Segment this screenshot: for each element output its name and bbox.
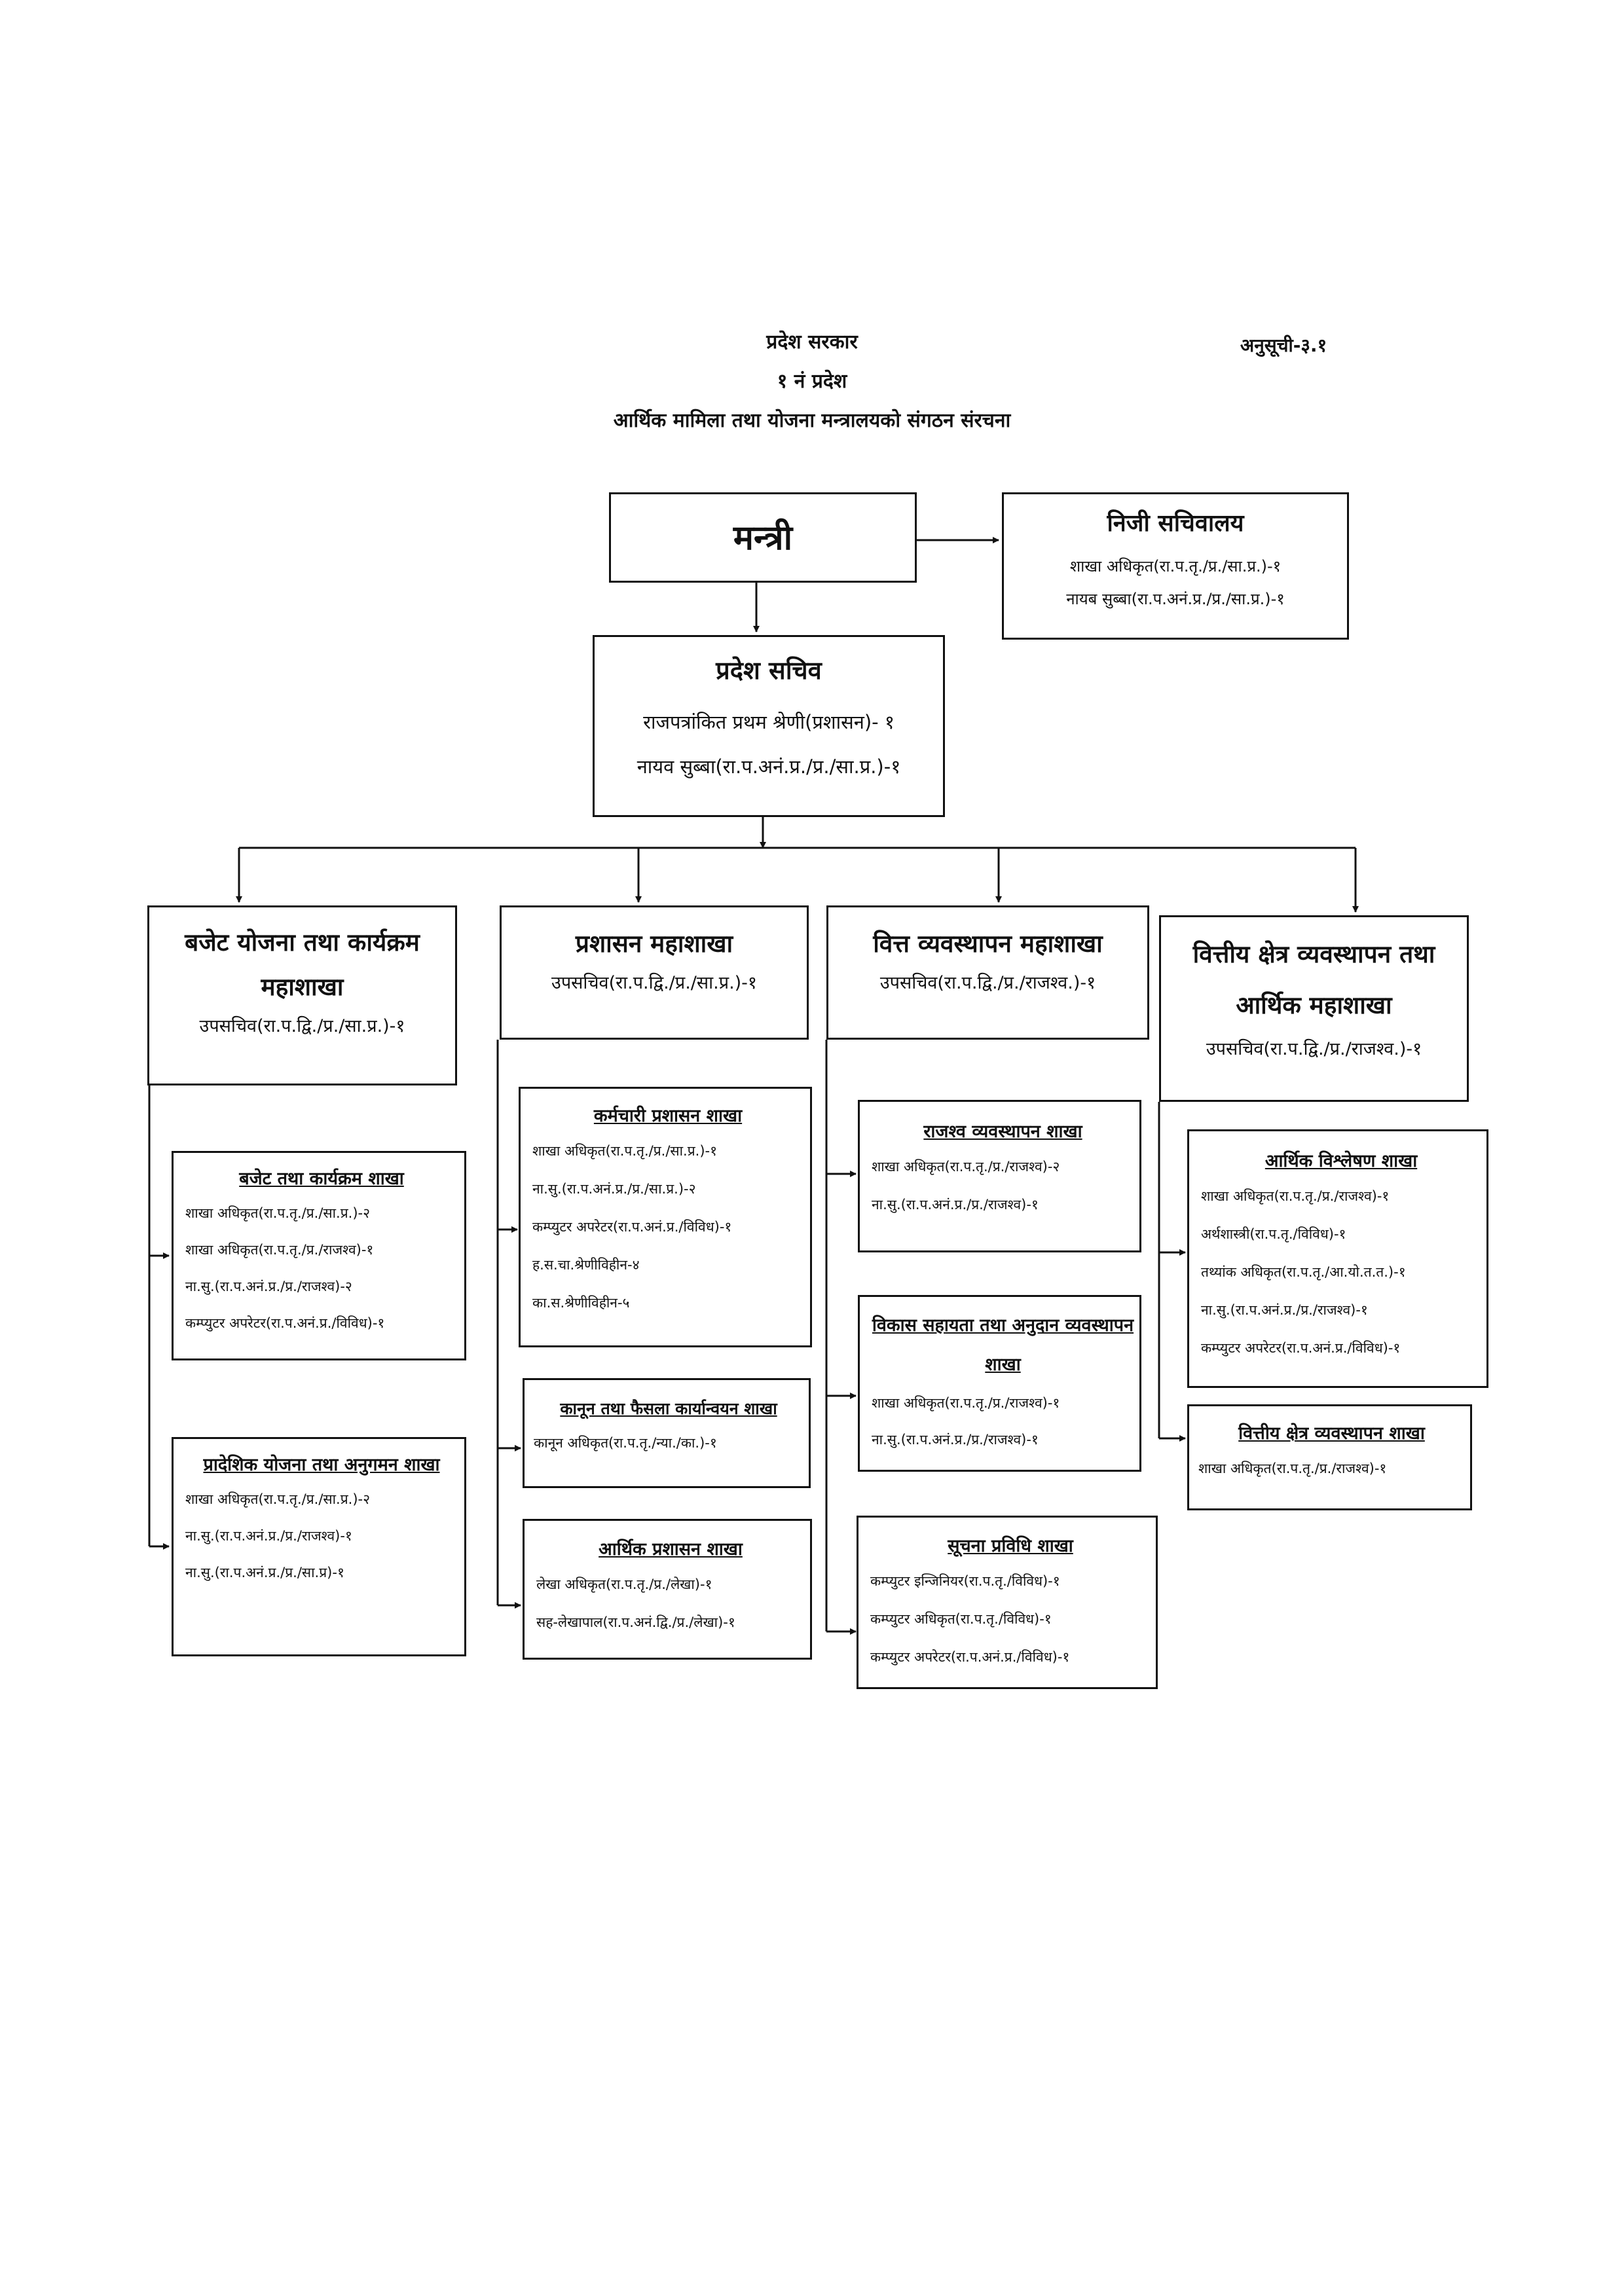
section-economic-analysis: आर्थिक विश्लेषण शाखा शाखा अधिकृत(रा.प.तृ… [1187,1129,1488,1388]
section-line: ना.सु.(रा.प.अनं.प्र./प्र./सा.प्र)-१ [185,1565,344,1580]
minister-box: मन्त्री [609,492,917,583]
section-title: सूचना प्रविधि शाखा [948,1536,1073,1556]
section-provincial-planning: प्रादेशिक योजना तथा अनुगमन शाखा शाखा अधि… [172,1437,466,1656]
section-line: शाखा अधिकृत(रा.प.तृ./प्र./सा.प्र.)-१ [532,1143,718,1159]
section-line: का.स.श्रेणीविहीन-५ [532,1295,630,1311]
header-line-3: आर्थिक मामिला तथा योजना मन्त्रालयको संगठ… [613,409,1011,432]
secretary-line: राजपत्रांकित प्रथम श्रेणी(प्रशासन)- १ [643,711,895,733]
section-line: शाखा अधिकृत(रा.प.तृ./प्र./राजश्व)-१ [1201,1188,1390,1204]
section-revenue-mgmt: राजश्व व्यवस्थापन शाखा शाखा अधिकृत(रा.प.… [858,1100,1141,1252]
division-staff: उपसचिव(रा.प.द्वि./प्र./सा.प्र.)-१ [551,973,757,993]
section-law-judgment: कानून तथा फैसला कार्यान्वयन शाखा कानून अ… [523,1378,811,1488]
section-dev-aid: विकास सहायता तथा अनुदान व्यवस्थापन शाखा … [858,1295,1141,1472]
section-line: शाखा अधिकृत(रा.प.तृ./प्र./राजश्व)-१ [872,1395,1060,1411]
section-title: बजेट तथा कार्यक्रम शाखा [239,1169,404,1189]
section-title: विकास सहायता तथा अनुदान व्यवस्थापन शाखा [872,1315,1134,1375]
section-line: ना.सु.(रा.प.अनं.प्र./प्र./राजश्व)-१ [185,1528,352,1544]
division-title: बजेट योजना तथा कार्यक्रम महाशाखा [185,928,420,1001]
section-line: शाखा अधिकृत(रा.प.तृ./प्र./सा.प्र.)-२ [185,1205,371,1221]
section-title: कर्मचारी प्रशासन शाखा [593,1106,743,1126]
division-box-finance: वित्त व्यवस्थापन महाशाखा उपसचिव(रा.प.द्व… [826,905,1149,1040]
secretary-line: नायव सुब्बा(रा.प.अनं.प्र./प्र./सा.प्र.)-… [637,756,901,778]
section-line: ह.स.चा.श्रेणीविहीन-४ [532,1257,640,1273]
section-title: आर्थिक प्रशासन शाखा [599,1539,743,1559]
division-title: प्रशासन महाशाखा [575,930,733,958]
section-title: वित्तीय क्षेत्र व्यवस्थापन शाखा [1238,1423,1425,1444]
section-line: ना.सु.(रा.प.अनं.प्र./प्र./राजश्व)-१ [872,1432,1039,1448]
section-title: राजश्व व्यवस्थापन शाखा [923,1121,1082,1142]
header-line-2: १ नं प्रदेश [777,370,847,393]
private-secretariat-box: निजी सचिवालय शाखा अधिकृत(रा.प.तृ./प्र./स… [1002,492,1349,640]
annex-label: अनुसूची-३.१ [1240,335,1327,356]
section-line: कम्प्युटर अपरेटर(रा.प.अनं.प्र./विविध)-१ [870,1649,1070,1665]
division-box-budget: बजेट योजना तथा कार्यक्रम महाशाखा उपसचिव(… [147,905,457,1085]
division-staff: उपसचिव(रा.प.द्वि./प्र./राजश्व.)-१ [879,973,1096,993]
minister-title: मन्त्री [733,519,793,558]
division-staff: उपसचिव(रा.प.द्वि./प्र./राजश्व.)-१ [1206,1039,1422,1059]
section-line: कम्प्युटर अपरेटर(रा.प.अनं.प्र./विविध)-१ [1201,1340,1401,1356]
section-title: कानून तथा फैसला कार्यान्वयन शाखा [560,1399,777,1418]
section-it: सूचना प्रविधि शाखा कम्प्युटर इन्जिनियर(र… [857,1516,1158,1689]
section-line: शाखा अधिकृत(रा.प.तृ./प्र./सा.प्र.)-२ [185,1491,371,1507]
section-financial-admin: आर्थिक प्रशासन शाखा लेखा अधिकृत(रा.प.तृ.… [523,1519,812,1660]
section-line: शाखा अधिकृत(रा.प.तृ./प्र./राजश्व)-२ [872,1159,1060,1175]
division-staff: उपसचिव(रा.प.द्वि./प्र./सा.प्र.)-१ [199,1016,405,1036]
section-line: लेखा अधिकृत(रा.प.तृ./प्र./लेखा)-१ [536,1576,712,1592]
section-line: ना.सु.(रा.प.अनं.प्र./प्र./राजश्व)-१ [872,1197,1039,1212]
section-line: सह-लेखापाल(रा.प.अनं.द्वि./प्र./लेखा)-१ [536,1614,735,1630]
section-line: कानून अधिकृत(रा.प.तृ./न्या./का.)-१ [534,1435,717,1451]
private-secretariat-line: नायब सुब्बा(रा.प.अनं.प्र./प्र./सा.प्र.)-… [1066,590,1285,608]
secretary-box: प्रदेश सचिव राजपत्रांकित प्रथम श्रेणी(प्… [593,635,945,817]
header-line-1: प्रदेश सरकार [766,331,858,354]
section-line: अर्थशास्त्री(रा.प.तृ./विविध)-१ [1201,1226,1346,1242]
section-line: कम्प्युटर इन्जिनियर(रा.प.तृ./विविध)-१ [870,1573,1060,1589]
section-line: शाखा अधिकृत(रा.प.तृ./प्र./राजश्व)-१ [185,1242,374,1258]
section-line: शाखा अधिकृत(रा.प.तृ./प्र./राजश्व)-१ [1198,1461,1387,1476]
section-line: ना.सु.(रा.प.अनं.प्र./प्र./राजश्व)-२ [185,1279,352,1294]
section-title: आर्थिक विश्लेषण शाखा [1264,1151,1418,1171]
private-secretariat-title: निजी सचिवालय [1107,510,1244,537]
section-line: कम्प्युटर अपरेटर(रा.प.अनं.प्र./विविध)-१ [185,1315,385,1331]
private-secretariat-line: शाखा अधिकृत(रा.प.तृ./प्र./सा.प्र.)-१ [1069,557,1282,575]
section-title: प्रादेशिक योजना तथा अनुगमन शाखा [203,1455,440,1475]
secretary-title: प्रदेश सचिव [716,656,822,685]
division-box-admin: प्रशासन महाशाखा उपसचिव(रा.प.द्वि./प्र./स… [500,905,809,1040]
section-line: ना.सु.(रा.प.अनं.प्र./प्र./सा.प्र.)-२ [532,1181,696,1197]
section-line: कम्प्युटर अधिकृत(रा.प.तृ./विविध)-१ [870,1611,1052,1627]
division-title: वित्तीय क्षेत्र व्यवस्थापन तथा आर्थिक मह… [1192,940,1435,1019]
section-budget-program: बजेट तथा कार्यक्रम शाखा शाखा अधिकृत(रा.प… [172,1151,466,1360]
section-line: तथ्यांक अधिकृत(रा.प.तृ./आ.यो.त.त.)-१ [1201,1264,1406,1280]
section-line: कम्प्युटर अपरेटर(रा.प.अनं.प्र./विविध)-१ [532,1219,732,1235]
division-box-financial-sector: वित्तीय क्षेत्र व्यवस्थापन तथा आर्थिक मह… [1159,915,1469,1102]
section-financial-sector: वित्तीय क्षेत्र व्यवस्थापन शाखा शाखा अधि… [1187,1404,1472,1510]
division-title: वित्त व्यवस्थापन महाशाखा [873,930,1103,958]
section-personnel-admin: कर्मचारी प्रशासन शाखा शाखा अधिकृत(रा.प.त… [519,1087,812,1347]
section-line: ना.सु.(रा.प.अनं.प्र./प्र./राजश्व)-१ [1201,1302,1368,1318]
